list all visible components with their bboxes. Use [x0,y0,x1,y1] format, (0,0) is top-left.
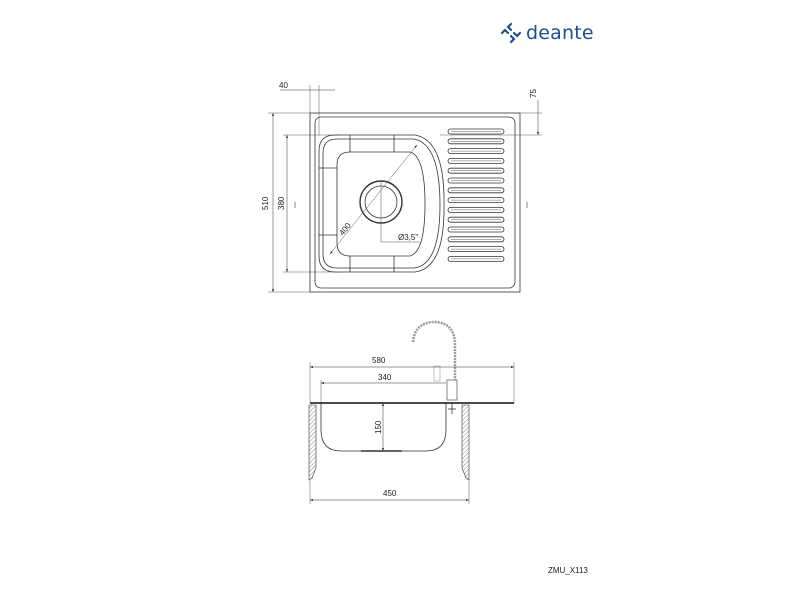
drainboard-groove [447,157,505,164]
dim-bowl-diagonal: 400 [337,221,353,237]
cabinet-wall-left [308,404,317,481]
brand-logo: deante [500,22,594,44]
drainboard-groove [447,246,505,253]
drainboard-grooves [447,128,505,262]
deante-logo-icon [500,22,522,44]
model-code: ZMU_X113 [548,566,588,575]
drainboard-groove [447,197,505,204]
drainboard-groove [447,236,505,243]
bowl-outer [318,134,445,273]
side-view [308,320,515,504]
brand-name: deante [526,22,594,44]
drainboard-groove [447,138,505,145]
drainboard-groove [447,255,505,262]
sink-outline [309,112,521,293]
dim-left-offset: 40 [279,81,288,90]
sink-rim [314,116,516,289]
dim-bowl-depth-side: 150 [374,420,383,434]
drainboard-groove [447,177,505,184]
drainboard-groove [447,206,505,213]
drainboard-groove [447,187,505,194]
drainboard-groove [447,167,505,174]
dim-bowl-depth: 380 [277,196,286,210]
top-view [268,85,542,293]
dim-overall-depth: 510 [261,196,270,210]
dim-cabinet-width: 450 [383,489,397,498]
drainboard-groove [447,128,505,135]
dim-bowl-width: 340 [378,373,392,382]
dim-drain: Ø3,5" [398,233,418,242]
cabinet-wall-right [461,404,470,481]
drainboard-groove [447,226,505,233]
dim-overall-width: 580 [372,356,386,365]
faucet-icon [411,320,457,380]
dim-top-offset: 75 [529,89,538,98]
bowl-profile [320,403,447,452]
drainboard-groove [447,148,505,155]
drainboard-groove [447,216,505,223]
